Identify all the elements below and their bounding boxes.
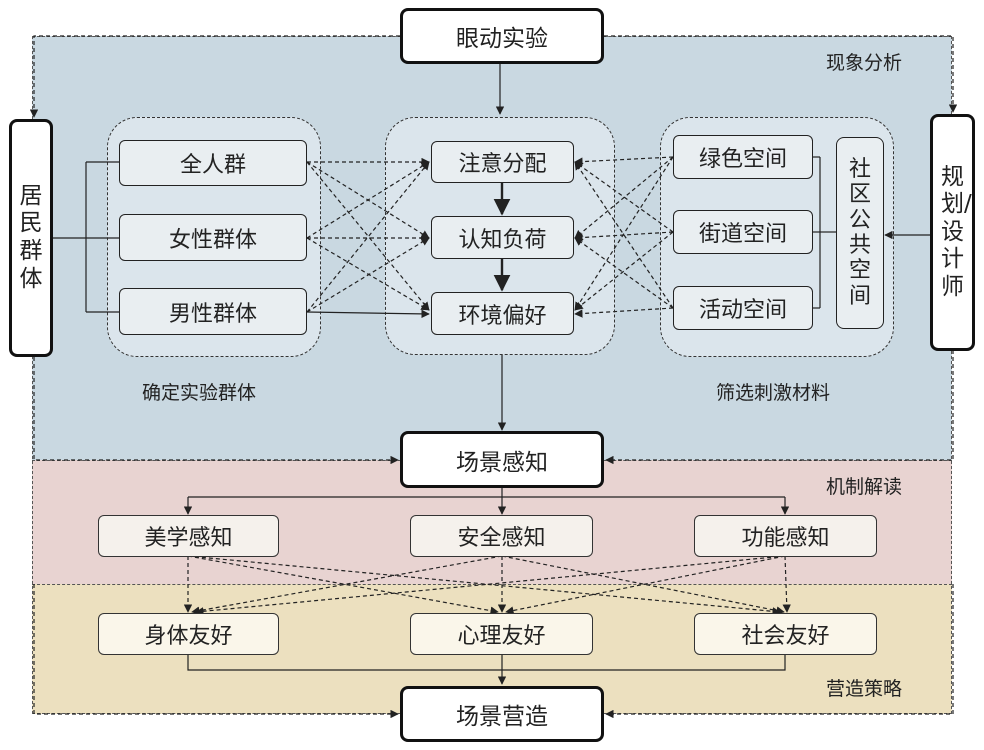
residents-label: 居民群体 [19, 182, 43, 292]
experiment-group-label: 确定实验群体 [142, 382, 257, 404]
section-label-strategy: 营造策略 [826, 678, 903, 700]
scene-perception-box: 场景感知 [400, 431, 604, 488]
male-group-node: 男性群体 [119, 288, 307, 335]
social-friendly-node: 社会友好 [694, 613, 877, 655]
street-space-node: 街道空间 [673, 210, 813, 254]
stimulus-group-label: 筛选刺激材料 [716, 382, 831, 404]
section-label-phenomenon: 现象分析 [826, 52, 903, 74]
environment-preference-node: 环境偏好 [431, 292, 574, 335]
scene-creation-box: 场景营造 [400, 686, 604, 742]
edge-male-to-pref [306, 309, 430, 319]
edge-eye-to-residents [29, 35, 400, 118]
community-public-space-node: 社区公共空间 [836, 137, 884, 329]
residents-box: 居民群体 [9, 119, 53, 357]
green-space-node: 绿色空间 [673, 135, 813, 179]
band-divider-2 [32, 584, 952, 585]
aesthetic-perception-node: 美学感知 [98, 515, 279, 557]
activity-space-node: 活动空间 [673, 286, 813, 330]
cognitive-load-node: 认知负荷 [431, 216, 574, 259]
planners-box: 规划/设计师 [930, 114, 975, 351]
eye-tracking-experiment-box: 眼动实验 [400, 8, 604, 64]
section-label-mechanism: 机制解读 [826, 476, 903, 498]
all-people-node: 全人群 [119, 140, 307, 186]
planners-label: 规划/设计师 [941, 163, 972, 300]
community-public-space-label: 社区公共空间 [849, 157, 872, 309]
female-group-node: 女性群体 [119, 214, 307, 261]
function-perception-node: 功能感知 [694, 515, 877, 557]
psychological-friendly-node: 心理友好 [410, 613, 593, 655]
edge-eye-to-planners [604, 35, 958, 113]
attention-allocation-node: 注意分配 [431, 141, 574, 183]
physical-friendly-node: 身体友好 [98, 613, 279, 655]
safety-perception-node: 安全感知 [410, 515, 593, 557]
